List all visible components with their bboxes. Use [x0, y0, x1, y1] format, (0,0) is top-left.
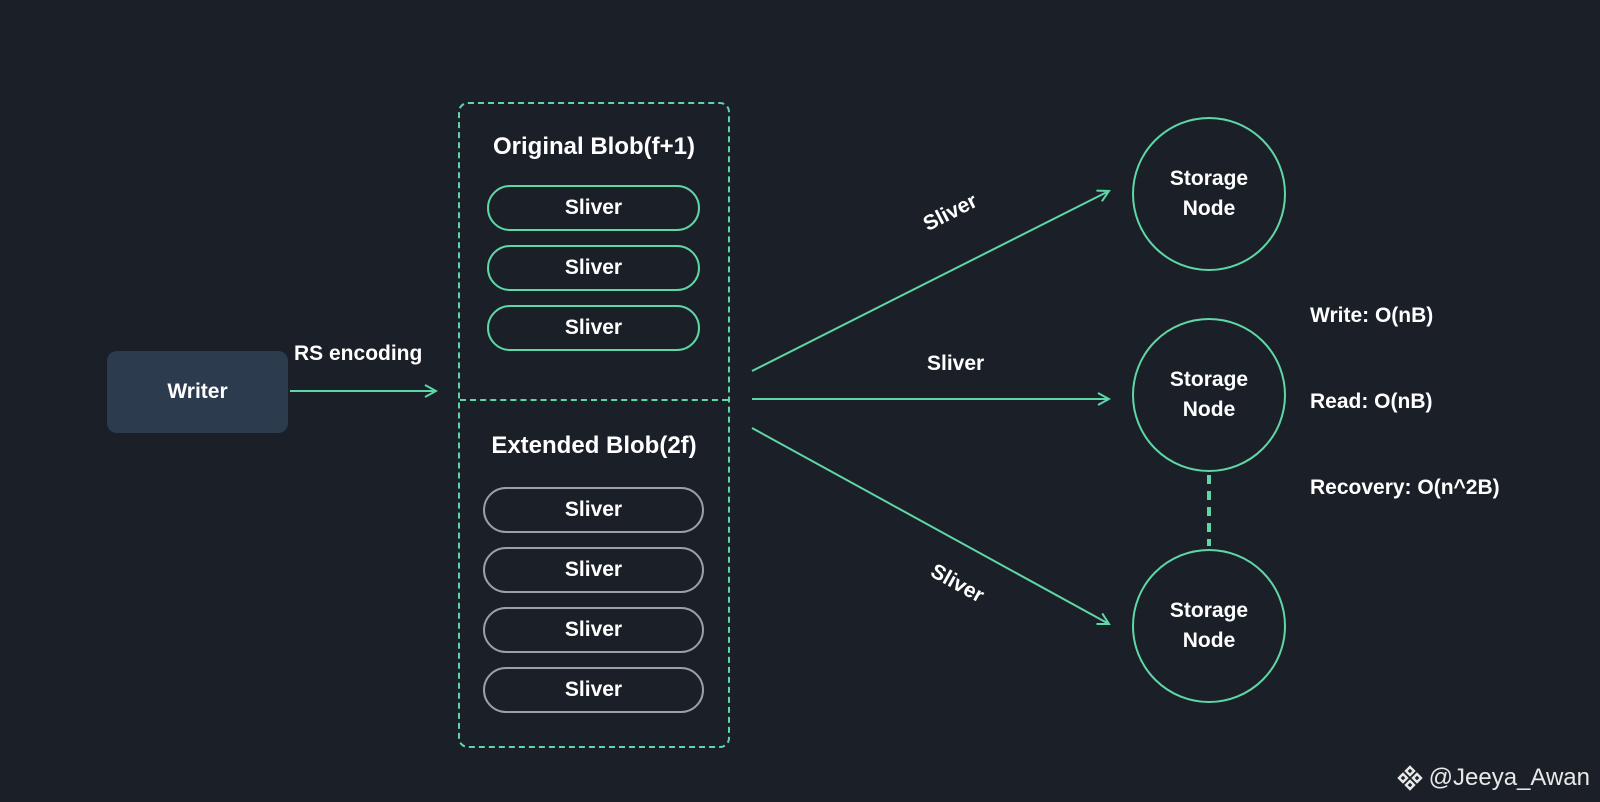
extended-sliver: Sliver [483, 607, 704, 653]
writer-label: Writer [167, 380, 228, 403]
rs-encoding-label: RS encoding [294, 342, 423, 365]
read-cost: Read: O(nB) [1310, 390, 1433, 413]
original-blob-title: Original Blob(f+1) [492, 133, 695, 160]
blob-divider [460, 399, 728, 401]
original-sliver: Sliver [487, 245, 700, 291]
recovery-cost: Recovery: O(n^2B) [1310, 476, 1500, 499]
extended-sliver: Sliver [483, 487, 704, 533]
extended-blob-title: Extended Blob(2f) [491, 432, 697, 459]
extended-sliver: Sliver [483, 547, 704, 593]
original-sliver: Sliver [487, 305, 700, 351]
binance-logo-icon [1396, 765, 1423, 791]
blob-container [458, 102, 730, 748]
sliver-arrow-top [751, 191, 1109, 372]
original-sliver: Sliver [487, 185, 700, 231]
write-cost: Write: O(nB) [1310, 304, 1434, 327]
author-credit: @Jeeya_Awan [1396, 764, 1590, 792]
writer-box: Writer [107, 351, 288, 433]
extended-sliver: Sliver [483, 667, 704, 713]
author-handle: @Jeeya_Awan [1428, 764, 1590, 791]
sliver-arrow-bottom [751, 427, 1109, 624]
sliver-arrow-label-middle: Sliver [927, 352, 985, 375]
